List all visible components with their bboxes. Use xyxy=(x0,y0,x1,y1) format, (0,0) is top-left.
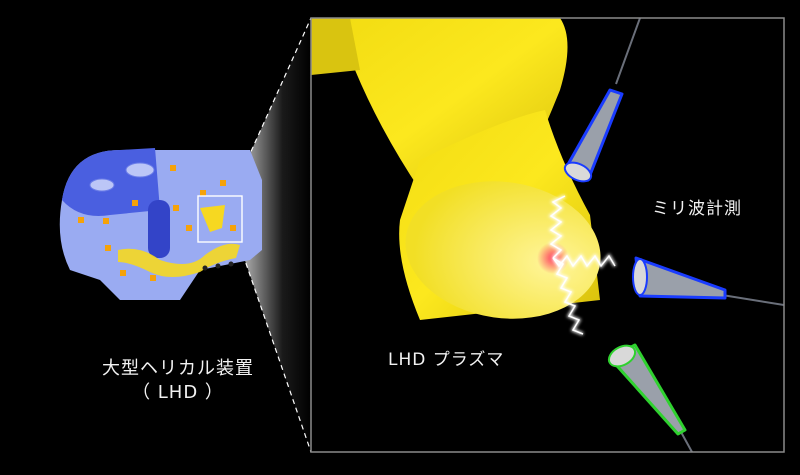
magnified-frame xyxy=(310,17,785,453)
magnified-view xyxy=(311,18,784,452)
lhd-device-illustration xyxy=(59,148,262,300)
lhd-plasma-label: LHD プラズマ xyxy=(388,350,505,370)
millimeter-waves-core xyxy=(549,195,616,335)
lhd-device-label-line1: 大型ヘリカル装置 xyxy=(102,358,254,379)
zoom-projection xyxy=(239,17,312,453)
lhd-device-label: 大型ヘリカル装置 （ LHD ） xyxy=(78,357,278,405)
millimeter-wave-label: ミリ波計測 xyxy=(652,199,742,219)
upper-antenna xyxy=(563,18,641,183)
middle-antenna xyxy=(632,256,784,306)
lhd-device-label-line2: （ LHD ） xyxy=(132,382,224,403)
lower-antenna xyxy=(607,343,693,452)
